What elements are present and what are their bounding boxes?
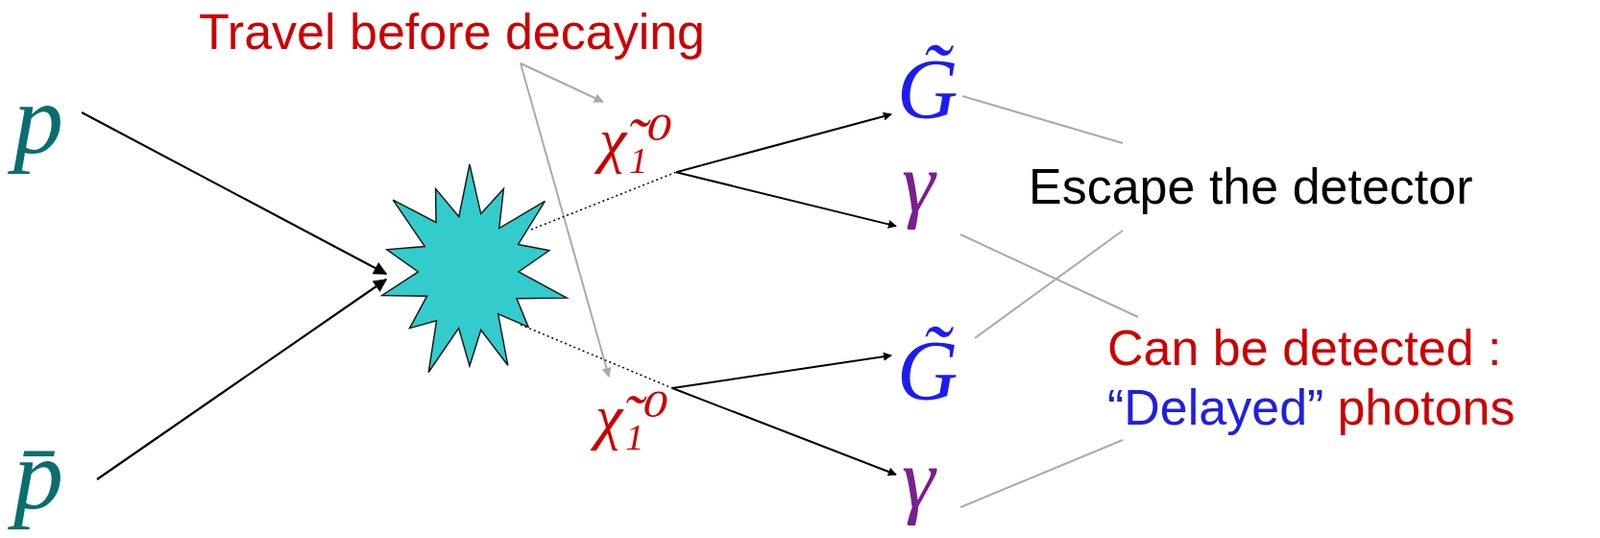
annotation-text: “Delayed” — [1107, 379, 1324, 437]
leader-line — [960, 234, 1139, 317]
particle-symbol: G̃ — [896, 45, 959, 134]
particle-symbol: p̄ — [13, 421, 64, 527]
neutralino-symbol: χ̃₁⁰ — [595, 105, 677, 174]
beam-arrow — [81, 112, 387, 274]
gravitino-symbol: G̃ — [893, 324, 963, 417]
antiproton-symbol: p̄ — [9, 419, 68, 529]
annotation-text: Travel before decaying — [198, 3, 705, 62]
decay-arrow — [676, 114, 892, 172]
particle-symbol: G̃ — [896, 326, 959, 415]
annotation-text: photons — [1336, 379, 1515, 437]
connector-group — [672, 114, 897, 475]
gravitino-symbol: G̃ — [893, 43, 963, 136]
leader-line — [962, 96, 1123, 144]
particle-symbol: χ̃₁⁰ — [599, 107, 673, 172]
particle-symbol: γ — [901, 435, 936, 524]
leader-line — [520, 63, 604, 102]
particle-symbol: χ̃₁⁰ — [595, 384, 669, 449]
decay-path — [520, 324, 673, 388]
collision-burst — [382, 164, 567, 373]
collision-burst — [382, 164, 567, 373]
particle-symbol: γ — [901, 139, 936, 228]
neutralino-symbol: χ̃₁⁰ — [591, 382, 673, 451]
decay-arrow — [672, 355, 892, 388]
decay-path-group — [520, 171, 677, 388]
proton-symbol: p — [9, 64, 68, 173]
decay-arrow — [676, 171, 897, 226]
beam-arrow — [96, 279, 387, 480]
annotation-text: Escape the detector — [1028, 158, 1474, 217]
leader-line — [960, 439, 1123, 508]
photon-symbol: γ — [897, 433, 940, 526]
decay-arrow — [672, 387, 897, 475]
leader-line — [974, 230, 1123, 339]
decay-path — [531, 171, 677, 230]
particle-symbol: p — [13, 66, 64, 171]
leader-line — [520, 63, 609, 377]
photon-symbol: γ — [897, 137, 940, 230]
annotation-text: Can be detected : — [1107, 319, 1503, 378]
